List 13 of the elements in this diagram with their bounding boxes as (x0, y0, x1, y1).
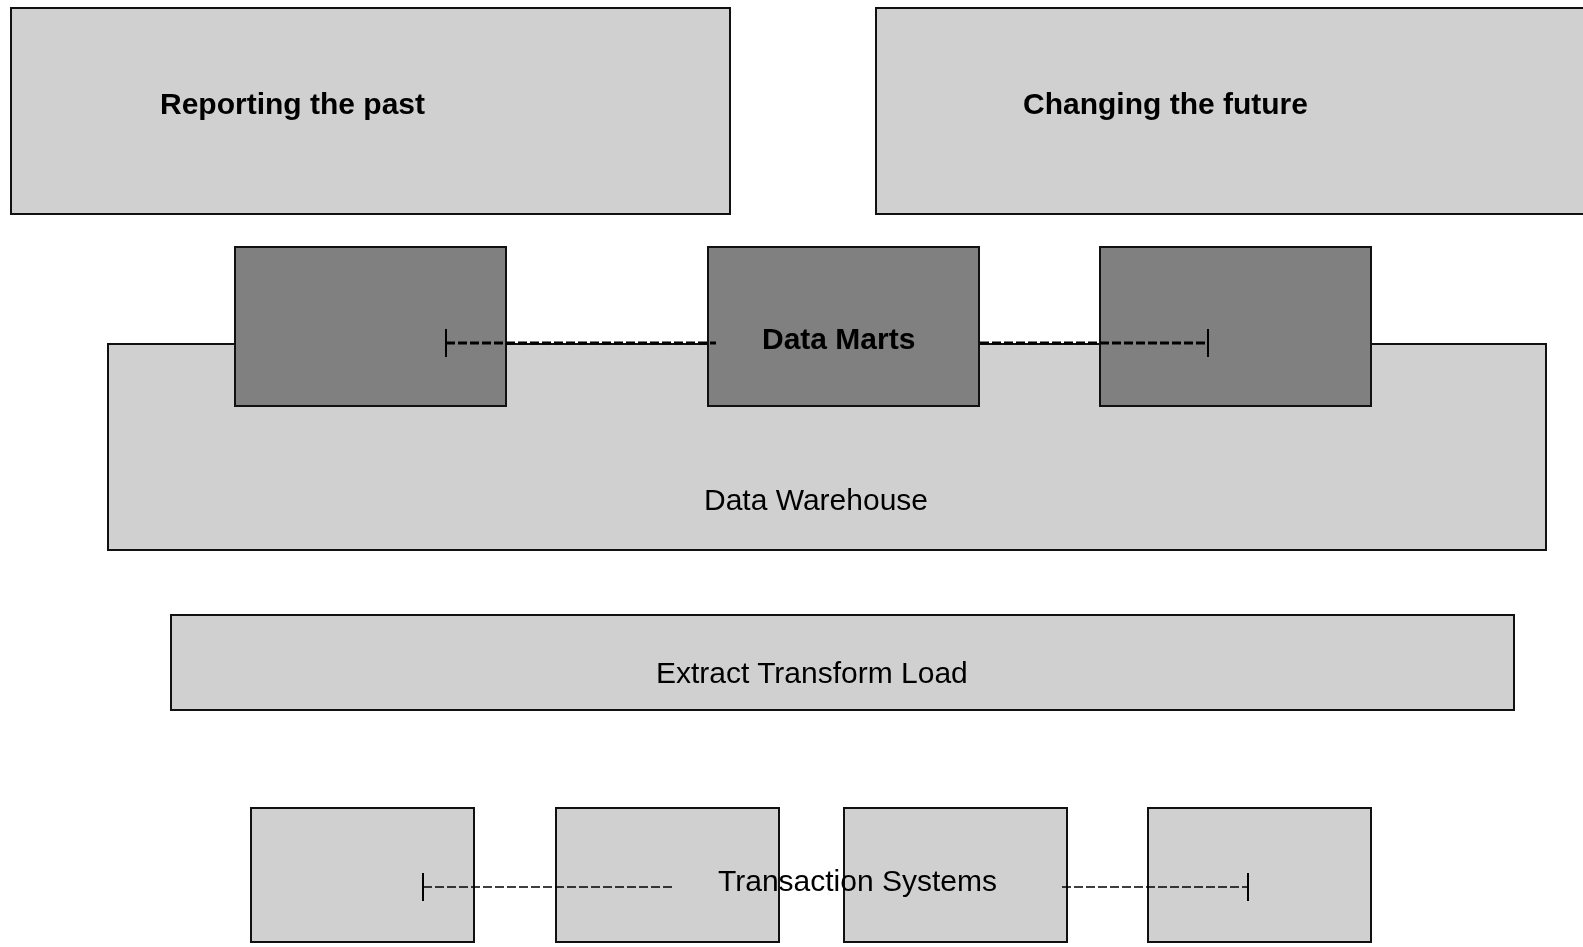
heading: Changing the future (1023, 87, 1308, 121)
system-box (1147, 807, 1372, 943)
data-mart-box (707, 246, 980, 407)
data-mart-box (234, 246, 507, 407)
layer-box (10, 7, 731, 215)
system-box (250, 807, 475, 943)
box-title: Extract Transform Load (656, 656, 968, 690)
group-label: Data Marts (762, 322, 916, 356)
data-mart-box (1099, 246, 1372, 407)
heading: Reporting the past (160, 87, 425, 121)
box-title: Data Warehouse (704, 483, 928, 517)
layer-box (170, 614, 1515, 711)
layer-box (875, 7, 1583, 215)
